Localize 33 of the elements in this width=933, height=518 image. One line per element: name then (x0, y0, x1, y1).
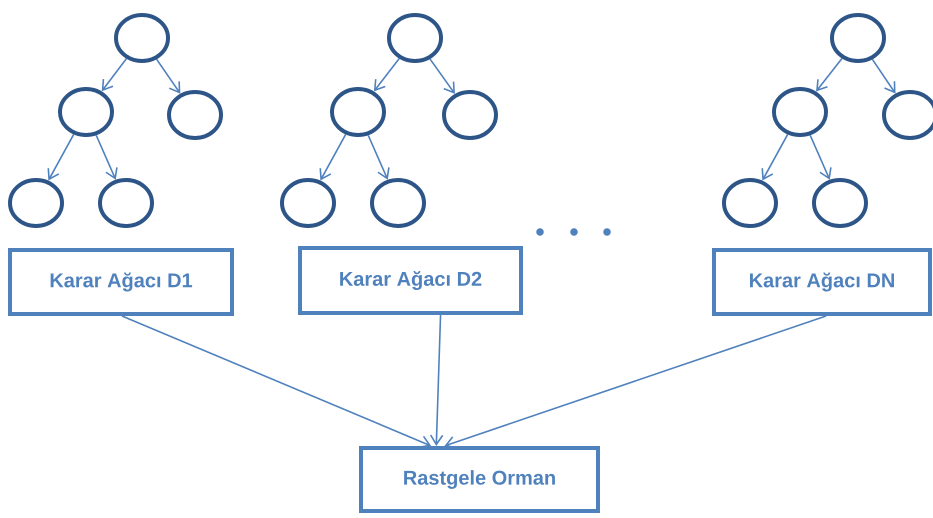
tree-node-circle (8, 178, 64, 228)
tree-node-circle (370, 178, 426, 228)
arrow (429, 58, 455, 94)
tree-node-circle (280, 178, 336, 228)
arrow (368, 134, 390, 180)
arrow (319, 134, 346, 181)
tree-node-circle (114, 13, 170, 63)
arrow (122, 315, 432, 448)
tree-node-circle (387, 13, 443, 63)
arrow (761, 134, 788, 181)
tree-node-circle (330, 87, 386, 137)
tree-node-circle (772, 87, 828, 137)
tree-node-circle (167, 90, 223, 140)
tree-node-circle (442, 90, 498, 140)
decision-tree-box: Karar Ağacı DN (712, 248, 932, 316)
arrow (374, 58, 400, 92)
tree-node-circle (58, 87, 114, 137)
arrow (48, 134, 74, 181)
arrow (430, 314, 444, 446)
arrow (816, 58, 843, 92)
tree-node-circle (722, 178, 778, 228)
tree-node-circle (98, 178, 154, 228)
decision-tree-box: Karar Ağacı D1 (8, 248, 234, 316)
arrow (96, 134, 118, 180)
tree-node-circle (830, 13, 886, 63)
arrow (872, 58, 896, 94)
arrow (444, 315, 826, 449)
tree-node-circle (812, 178, 868, 228)
arrow (810, 134, 832, 180)
arrow (156, 58, 180, 94)
decision-tree-box: Karar Ağacı D2 (298, 246, 523, 315)
arrow (102, 58, 127, 92)
decision-tree-box: Rastgele Orman (359, 446, 600, 513)
